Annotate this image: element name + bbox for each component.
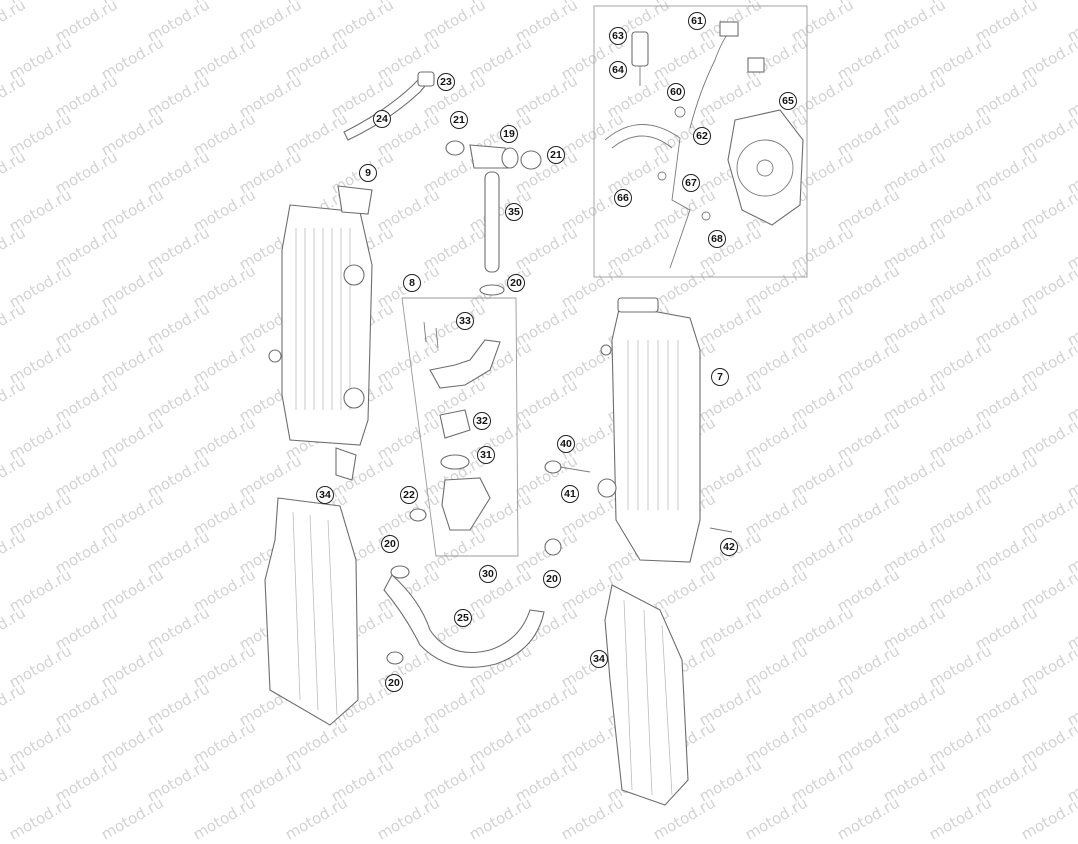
clamp-20-right [544, 538, 562, 556]
cable-connector [719, 21, 739, 37]
clamp-22 [409, 508, 427, 522]
fan-hub [756, 159, 774, 177]
fan-bracket-inner [611, 135, 673, 149]
radiator-right-outlet [597, 478, 617, 498]
guard-34-left [264, 497, 359, 726]
radiator-cap-9 [337, 185, 373, 215]
clamp-21-right [520, 150, 542, 170]
callout-21-right: 21 [547, 146, 565, 164]
fan-shroud [727, 109, 804, 226]
callout-33: 33 [456, 312, 474, 330]
diagram-drawing [264, 5, 808, 806]
callout-62: 62 [693, 127, 711, 145]
hose-24 [343, 73, 431, 141]
callout-65: 65 [779, 92, 797, 110]
radiator-left [268, 185, 373, 481]
callout-66: 66 [614, 189, 632, 207]
temp-switch [631, 31, 649, 67]
thermostat-cover [429, 339, 501, 389]
callout-30: 30 [479, 565, 497, 583]
callout-40: 40 [557, 435, 575, 453]
callout-19: 19 [500, 125, 518, 143]
callout-20-right: 20 [543, 570, 561, 588]
callout-63: 63 [609, 27, 627, 45]
radiator-right [597, 297, 701, 563]
radiator-right-mount [600, 344, 612, 356]
radiator-left-spout [335, 447, 357, 481]
callout-22: 22 [400, 486, 418, 504]
clamp-23 [417, 71, 435, 87]
thermostat-frame [401, 297, 519, 557]
radiator-right-body [611, 304, 701, 563]
clamp-20-left [390, 565, 410, 579]
radiator-left-body [281, 204, 373, 446]
callout-42: 42 [720, 538, 738, 556]
pipe-19-end [501, 147, 519, 169]
callout-20-top: 20 [507, 274, 525, 292]
fan-screw-66 [657, 171, 667, 181]
callout-64: 64 [609, 61, 627, 79]
thermostat-32 [439, 409, 471, 439]
clamp-21-left [445, 140, 465, 156]
fan-screw-62 [674, 106, 686, 118]
callout-60: 60 [667, 83, 685, 101]
fan-cable [689, 27, 733, 129]
fan-kit-frame [593, 5, 808, 278]
fan-bracket [604, 124, 691, 269]
callout-34-right: 34 [590, 650, 608, 668]
clamp-20-bottom [386, 651, 404, 665]
callout-31: 31 [477, 446, 495, 464]
screw-42 [709, 527, 733, 533]
radiator-left-outlet [343, 387, 365, 409]
bolt-33b [435, 327, 439, 349]
callout-34-left: 34 [316, 486, 334, 504]
thermostat-group [401, 297, 519, 557]
callout-8: 8 [403, 274, 421, 292]
callout-67: 67 [682, 174, 700, 192]
callout-35: 35 [505, 203, 523, 221]
callout-41: 41 [561, 485, 579, 503]
callout-24: 24 [373, 110, 391, 128]
bolt-41 [559, 466, 591, 473]
thermostat-housing [441, 477, 491, 531]
radiator-left-fins [295, 228, 351, 410]
radiator-right-neck [617, 297, 659, 313]
washer-40 [544, 460, 562, 474]
bolt-33a [423, 321, 427, 343]
callout-7: 7 [711, 368, 729, 386]
pipe-35 [484, 171, 500, 273]
radiator-left-inlet [343, 264, 365, 286]
callout-23: 23 [437, 73, 455, 91]
fan-nut-68 [701, 211, 711, 221]
callout-20-bottom: 20 [385, 674, 403, 692]
callout-20-left: 20 [381, 535, 399, 553]
clamp-20-top [479, 284, 505, 296]
o-ring-31 [440, 454, 470, 470]
radiator-right-fins [627, 340, 679, 510]
fan-kit-group [593, 5, 808, 278]
callout-21-left: 21 [450, 111, 468, 129]
radiator-left-mount [268, 349, 282, 363]
fan-blade-ring [736, 139, 794, 197]
callout-68: 68 [708, 230, 726, 248]
fan-plug [747, 57, 765, 73]
callout-9: 9 [359, 164, 377, 182]
callout-25: 25 [454, 609, 472, 627]
callout-61: 61 [688, 12, 706, 30]
guard-34-right [604, 584, 689, 806]
callout-32: 32 [473, 412, 491, 430]
hose-25 [383, 574, 545, 668]
